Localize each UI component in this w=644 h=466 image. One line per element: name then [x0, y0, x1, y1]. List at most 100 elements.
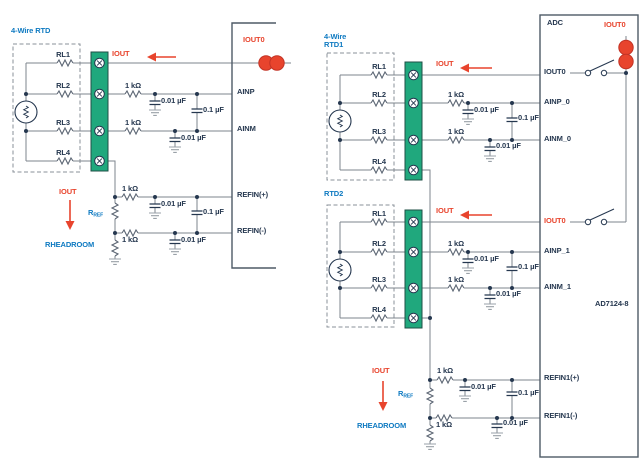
capacitor-icon — [461, 258, 475, 264]
left-iout-label: IOUT — [112, 49, 130, 58]
capacitor-icon — [505, 391, 519, 397]
iout0-switch-1-icon — [584, 59, 615, 77]
capacitor-icon — [505, 117, 519, 123]
capacitor-icon — [483, 294, 497, 300]
capacitor-icon — [168, 239, 182, 245]
left-rheadroom-label: RHEADROOM — [45, 240, 95, 249]
right-pin-refin1-plus: REFIN1(+) — [544, 373, 580, 382]
rref-subscript: REF — [403, 393, 414, 400]
left-wires — [25, 62, 291, 259]
right-rtd2-rl4-label: RL4 — [372, 305, 386, 314]
right-iout-down-label: IOUT — [372, 366, 390, 375]
right-c001-refn-label: 0.01 µF — [503, 418, 528, 427]
screw-terminal-icon — [408, 282, 419, 294]
ground-icon — [483, 155, 497, 162]
ground-icon — [148, 212, 162, 219]
screw-terminal-icon — [408, 134, 419, 146]
right-r1k-refn-label: 1 kΩ — [435, 420, 453, 429]
right-iout0-bead-icon — [618, 39, 634, 70]
right-rtd1-sensor-icon — [328, 109, 352, 133]
left-c001-refp-label: 0.01 µF — [161, 199, 186, 208]
right-junction-dots — [338, 71, 628, 420]
right-device-label: AD7124-8 — [595, 299, 629, 308]
left-c001-ainm-label: 0.01 µF — [181, 133, 206, 142]
right-c01-ain1-label: 0.1 µF — [518, 262, 539, 271]
right-c001-ainm1-label: 0.01 µF — [496, 289, 521, 298]
iout0-switch-2-icon — [584, 208, 615, 226]
capacitor-icon — [461, 109, 475, 115]
right-pin-ainm1: AINM_1 — [544, 282, 571, 291]
left-adc-box — [231, 22, 276, 269]
right-rtd2-dashed-box — [326, 204, 395, 328]
right-rtd1-rl4-label: RL4 — [372, 157, 386, 166]
right-r1k-ainp0-label: 1 kΩ — [447, 90, 465, 99]
left-capacitors — [108, 94, 204, 265]
right-terminal-block-2 — [404, 209, 423, 329]
right-wires — [339, 36, 627, 444]
screw-terminal-icon — [408, 216, 419, 228]
right-rtd1-title-line1: 4-Wire — [324, 32, 347, 41]
right-c001-ainp1-label: 0.01 µF — [474, 254, 499, 263]
screw-terminal-icon — [94, 155, 105, 167]
left-r1k-refp-label: 1 kΩ — [121, 184, 139, 193]
screw-terminal-icon — [94, 88, 105, 100]
capacitor-icon — [148, 203, 162, 209]
right-diagram — [326, 14, 639, 458]
right-r1k-ainm1-label: 1 kΩ — [447, 275, 465, 284]
right-rtd1-title-line2: RTD1 — [324, 40, 344, 49]
left-c001-ainp-label: 0.01 µF — [161, 96, 186, 105]
screw-terminal-icon — [408, 164, 419, 176]
right-pin-ainp0: AINP_0 — [544, 97, 570, 106]
screw-terminal-icon — [408, 69, 419, 81]
right-pin-iout0-1: IOUT0 — [544, 67, 566, 76]
right-terminal-block-1 — [404, 61, 423, 181]
left-iout0-label: IOUT0 — [243, 35, 265, 44]
screw-terminal-icon — [408, 312, 419, 324]
right-pin-iout0-2: IOUT0 — [544, 216, 566, 225]
screw-terminal-icon — [94, 125, 105, 137]
capacitor-icon — [148, 100, 162, 106]
right-iout0-top-label: IOUT0 — [604, 20, 626, 29]
ground-icon — [461, 267, 475, 274]
capacitor-icon — [168, 137, 182, 143]
right-rref-label: RREF — [398, 390, 413, 400]
left-filter-resistor-icons — [111, 90, 142, 257]
right-iout-label-2: IOUT — [436, 206, 454, 215]
capacitor-icon — [190, 108, 204, 114]
left-rl1-label: RL1 — [56, 50, 70, 59]
right-rtd1-dashed-box — [326, 52, 395, 181]
ground-icon — [461, 118, 475, 125]
right-r1k-refp-label: 1 kΩ — [436, 366, 454, 375]
screw-terminal-icon — [94, 57, 105, 69]
right-pin-refin1-minus: REFIN1(-) — [544, 411, 578, 420]
right-iout-arrow-2-icon — [460, 210, 492, 220]
right-rtd2-title: RTD2 — [324, 189, 344, 198]
right-rtd1-rl1-label: RL1 — [372, 62, 386, 71]
left-rtd-sensor-icon — [14, 100, 38, 124]
left-rl3-label: RL3 — [56, 118, 70, 127]
right-pin-ainp1: AINP_1 — [544, 246, 570, 255]
right-c001-ainm0-label: 0.01 µF — [496, 141, 521, 150]
left-pin-ainp: AINP — [237, 87, 255, 96]
left-rl4-label: RL4 — [56, 148, 70, 157]
right-iout-arrow-1-icon — [460, 63, 492, 73]
right-rtd1-rl3-label: RL3 — [372, 127, 386, 136]
right-rtd1-rl2-label: RL2 — [372, 90, 386, 99]
ground-icon — [490, 432, 504, 439]
right-adc-label: ADC — [547, 18, 563, 27]
left-pin-refin-plus: REFIN(+) — [237, 190, 269, 199]
ground-icon — [458, 395, 472, 402]
right-iout-down-arrow-icon — [378, 381, 388, 411]
right-capacitors — [423, 103, 519, 450]
right-rtd2-rl2-label: RL2 — [372, 239, 386, 248]
left-junction-dots — [24, 92, 199, 235]
capacitor-icon — [458, 386, 472, 392]
right-c001-refp-label: 0.01 µF — [471, 382, 496, 391]
left-r1k-refn-label: 1 kΩ — [121, 235, 139, 244]
right-adc-box — [539, 14, 639, 458]
right-r1k-ainp1-label: 1 kΩ — [447, 239, 465, 248]
ground-icon — [148, 109, 162, 116]
left-terminal-block — [90, 51, 109, 172]
ground-icon — [423, 443, 437, 450]
